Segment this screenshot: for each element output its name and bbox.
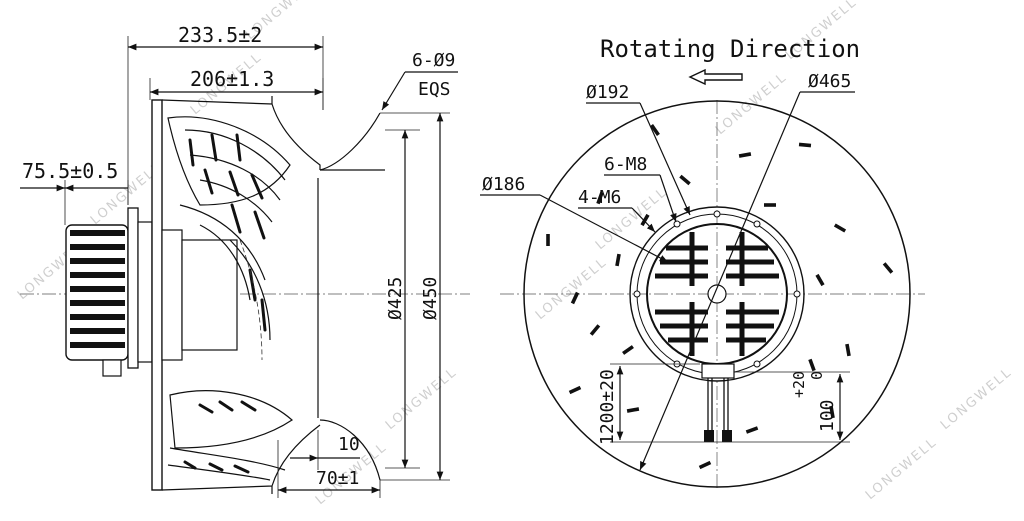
cable-length-label: 1200±20 [597, 369, 618, 445]
impeller-length-label: 206±1.3 [190, 67, 274, 91]
watermark-text: LONGWELL [863, 435, 940, 503]
side-view: 233.5±2 206±1.3 75.5±0.5 [20, 23, 470, 498]
holes-label: 6-Ø9 [412, 50, 455, 71]
thread-6m8-label: 6-M8 [604, 154, 647, 175]
dia-465-label: Ø465 [808, 71, 851, 92]
overall-length-label: 233.5±2 [178, 23, 262, 47]
front-view: Rotating Direction Ø192 Ø465 6-M8 4-M6 Ø… [480, 35, 925, 488]
watermark-text: LONGWELL [383, 365, 460, 433]
flange-depth-label: 70±1 [316, 468, 359, 489]
inlet-depth-label: 10 [338, 434, 360, 455]
thread-4m6-label: 4-M6 [578, 187, 621, 208]
tolerance-plus-label: +20 [790, 371, 808, 398]
dia-186-label: Ø186 [482, 174, 525, 195]
dia-192-label: Ø192 [586, 82, 629, 103]
rotating-direction-title: Rotating Direction [600, 35, 860, 63]
cable-exit-label: 100 [817, 399, 838, 432]
dia-425-label: Ø425 [385, 277, 406, 320]
rotation-arrow-icon [688, 68, 743, 86]
watermark-text: LONGWELL [533, 255, 610, 323]
dia-450-label: Ø450 [420, 277, 441, 320]
motor-offset-label: 75.5±0.5 [22, 159, 118, 183]
watermark-text: LONGWELL [938, 365, 1015, 433]
eqs-label: EQS [418, 79, 451, 100]
tolerance-zero-label: 0 [808, 371, 826, 380]
